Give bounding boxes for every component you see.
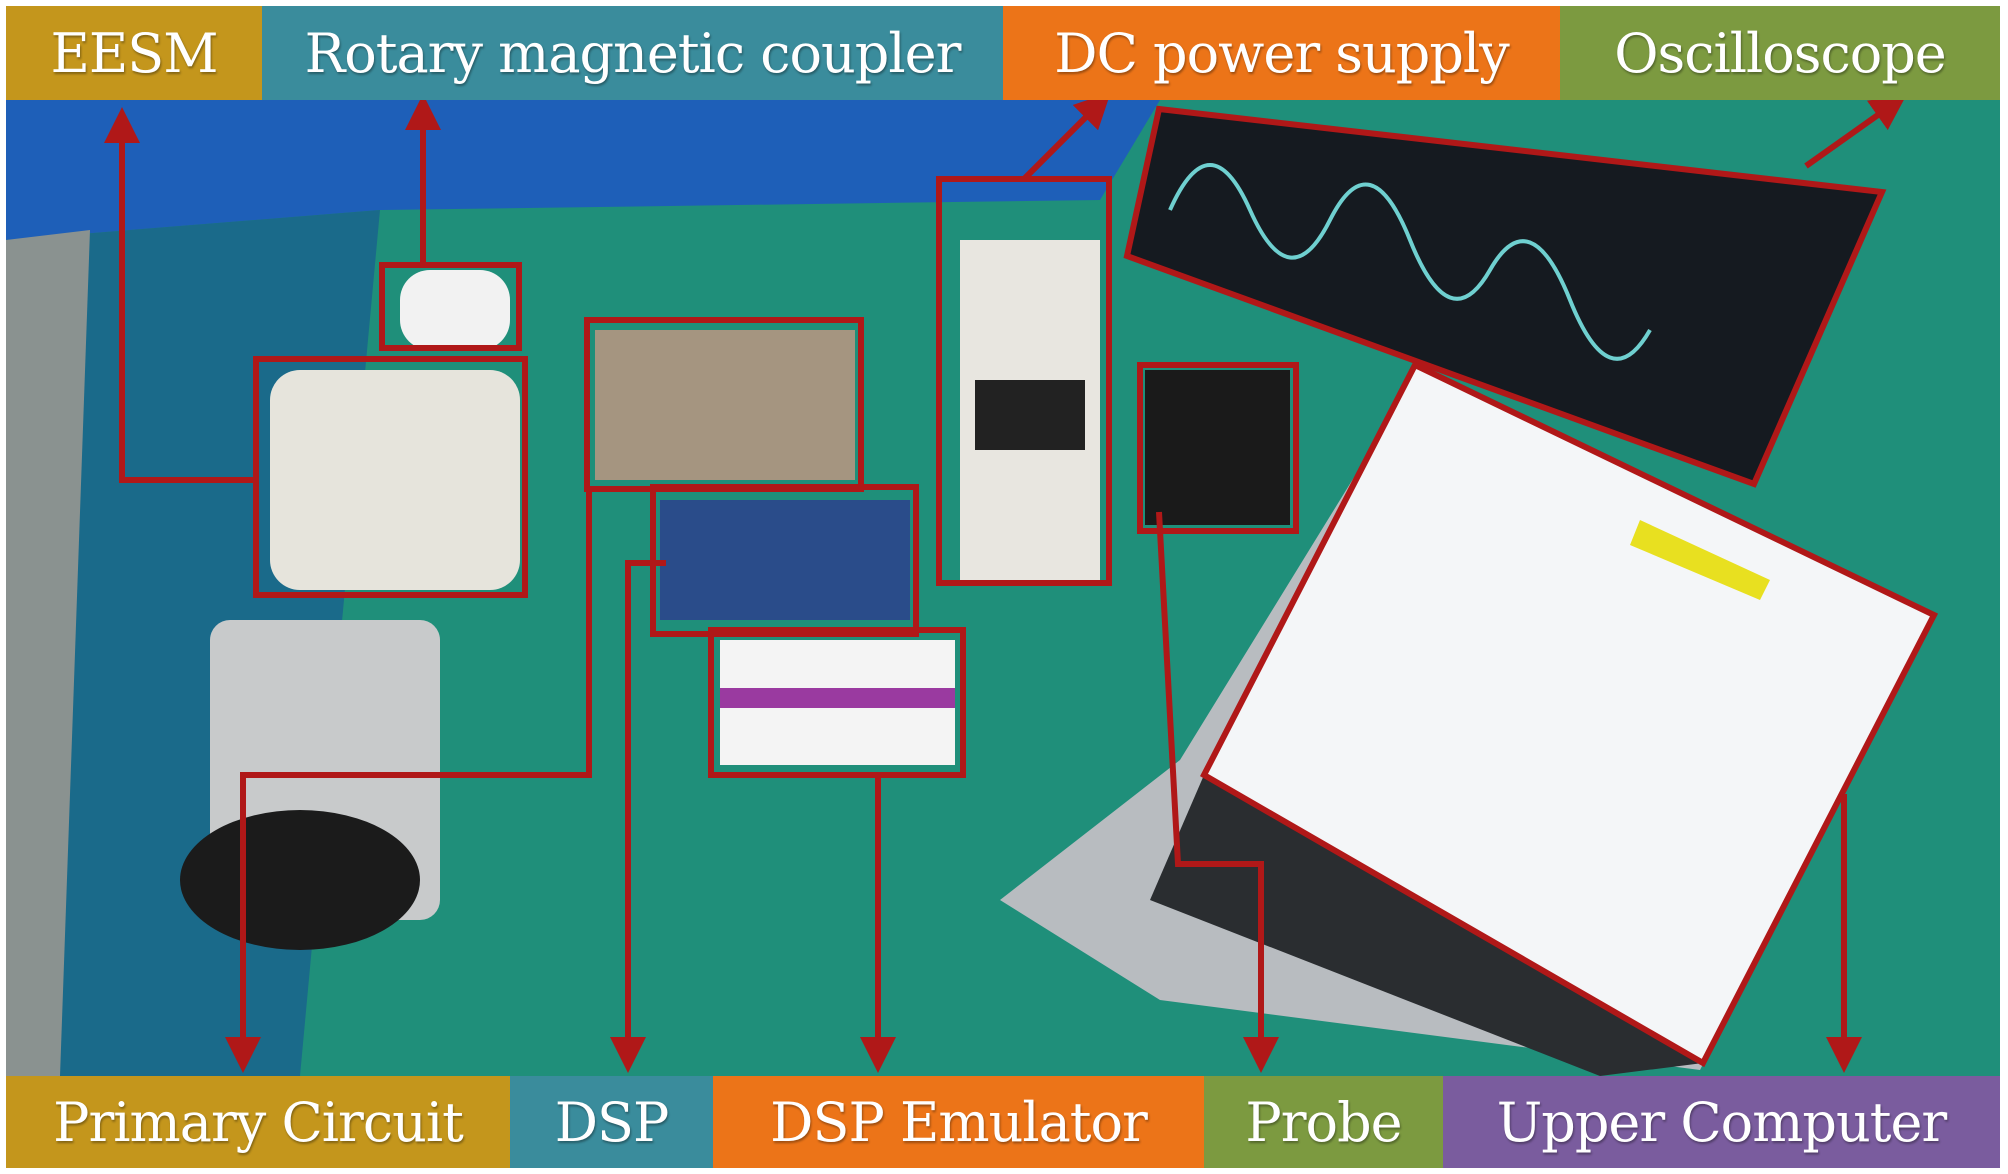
laptop-keyboard	[1150, 775, 1703, 1076]
eesm-motor	[270, 370, 520, 590]
blue-wall	[6, 100, 1160, 240]
dsp-board	[660, 500, 910, 620]
arrow-probe	[1156, 511, 1279, 1073]
arrow-oscilloscope	[1804, 100, 1907, 169]
setup-photo	[6, 100, 2000, 1076]
box-rotary-coupler	[379, 262, 522, 351]
oscilloscope-waveform	[1168, 163, 1652, 361]
label-eesm: EESM	[6, 6, 262, 100]
probes	[1145, 370, 1290, 525]
box-upper-computer	[1200, 361, 1939, 1068]
label-dc-power-supply: DC power supply	[1003, 6, 1560, 100]
laptop-screen	[1204, 365, 1934, 1063]
motor-end-cap	[180, 810, 420, 950]
box-probe	[1137, 362, 1299, 534]
label-probe: Probe	[1204, 1076, 1443, 1168]
bottom-label-bar: Primary Circuit DSP DSP Emulator Probe U…	[6, 1076, 2000, 1168]
emulator-stripe	[720, 688, 955, 708]
psu-display	[975, 380, 1085, 450]
box-dsp-emulator	[708, 627, 966, 778]
annotation-arrows	[104, 100, 1907, 1073]
box-oscilloscope	[1123, 105, 1887, 488]
label-upper-computer: Upper Computer	[1443, 1076, 2000, 1168]
arrow-eesm	[104, 107, 256, 483]
label-oscilloscope: Oscilloscope	[1560, 6, 2000, 100]
arrow-dsp	[610, 560, 666, 1073]
label-dsp: DSP	[510, 1076, 713, 1168]
rotary-coupler	[400, 270, 510, 350]
label-rotary-magnetic-coupler: Rotary magnetic coupler	[262, 6, 1003, 100]
arrow-primary-circuit	[225, 487, 592, 1073]
arrow-dc-power-supply	[1021, 100, 1111, 182]
oscilloscope-screen	[1127, 109, 1882, 484]
cabinet	[6, 230, 90, 1076]
primary-circuit-board	[595, 330, 855, 480]
label-primary-circuit: Primary Circuit	[6, 1076, 510, 1168]
screen-highlight	[1630, 520, 1770, 600]
label-dsp-emulator: DSP Emulator	[713, 1076, 1204, 1168]
top-label-bar: EESM Rotary magnetic coupler DC power su…	[6, 6, 2000, 100]
